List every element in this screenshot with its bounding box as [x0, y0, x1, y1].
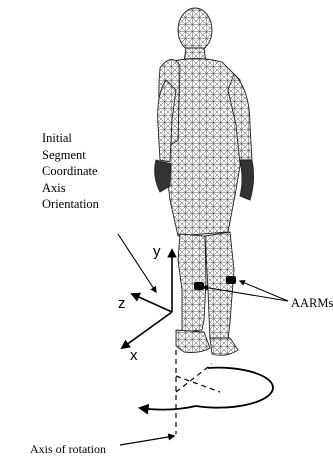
caption-pointer-arrow — [118, 234, 156, 292]
caption-line: Initial — [42, 130, 99, 147]
figure-right-hand — [240, 160, 254, 200]
figure-right-leg — [205, 232, 234, 340]
z-axis-arrow — [132, 294, 172, 312]
z-axis-label: z — [118, 296, 126, 311]
caption-line: Orientation — [42, 196, 99, 213]
caption-line: Axis — [42, 180, 99, 197]
y-axis-label: y — [153, 244, 161, 259]
rotation-circle-arrow — [140, 368, 273, 410]
rotation-indicator — [120, 350, 273, 445]
rotation-label-pointer — [120, 436, 174, 445]
x-axis-label: x — [130, 348, 138, 363]
aarm-left-marker — [194, 282, 204, 290]
figure-left-hand — [155, 160, 171, 192]
aarm-right-marker — [226, 276, 236, 284]
segment-orientation-caption: Initial Segment Coordinate Axis Orientat… — [42, 130, 99, 213]
caption-line: Segment — [42, 147, 99, 164]
coordinate-axes — [122, 250, 172, 348]
rotation-diagonal-dashed — [176, 376, 220, 392]
rotation-back-dashed — [176, 364, 212, 392]
figure-right-foot — [210, 338, 238, 355]
figure-head — [178, 8, 212, 52]
figure-left-foot — [176, 330, 210, 353]
wireframe-human-figure — [155, 8, 254, 355]
aarms-label: AARMs — [291, 295, 333, 312]
x-axis-arrow — [122, 312, 172, 348]
aarms-pointer-right — [240, 281, 288, 301]
caption-line: Coordinate — [42, 163, 99, 180]
axis-of-rotation-label: Axis of rotation — [30, 441, 106, 458]
